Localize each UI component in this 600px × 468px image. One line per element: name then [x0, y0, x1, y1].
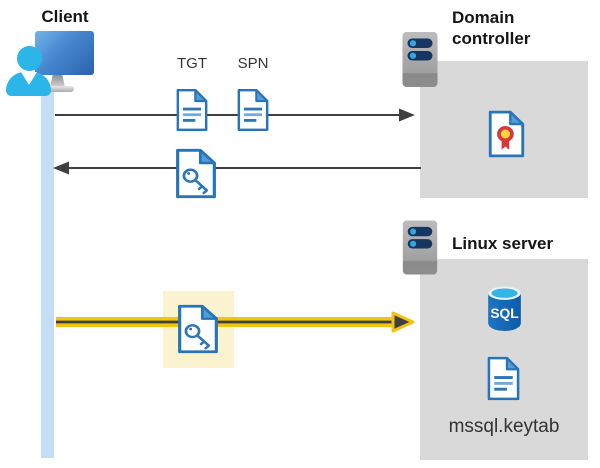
user-collar — [21, 72, 37, 85]
linux-server-label: Linux server — [452, 234, 554, 253]
domain-controller-server-icon — [402, 32, 438, 87]
arrow-client-to-domain-controller — [55, 108, 415, 122]
service-ticket-key-document-icon — [176, 148, 216, 199]
monitor-icon — [35, 31, 94, 75]
client-timeline-bar — [41, 88, 54, 458]
domain-controller-label: Domain controller — [452, 8, 531, 48]
spn-document-icon — [237, 88, 269, 132]
monitor-stand — [50, 75, 65, 87]
highlighted-key-document-icon — [178, 304, 218, 354]
client-label: Client — [41, 7, 89, 26]
sql-database-icon: SQL — [488, 286, 521, 331]
certificate-icon — [488, 110, 525, 158]
monitor-stand-base — [46, 86, 74, 92]
tgt-label: TGT — [177, 55, 207, 72]
user-icon — [17, 46, 42, 71]
sql-icon-text: SQL — [490, 306, 518, 321]
spn-label: SPN — [237, 55, 269, 72]
tgt-document-icon — [176, 88, 208, 132]
keytab-file-label: mssql.keytab — [448, 416, 560, 437]
arrow-domain-controller-to-client — [53, 161, 421, 175]
arrow-client-to-linux-server — [56, 311, 415, 333]
keytab-file-icon — [487, 356, 520, 401]
linux-server-icon — [402, 220, 438, 275]
